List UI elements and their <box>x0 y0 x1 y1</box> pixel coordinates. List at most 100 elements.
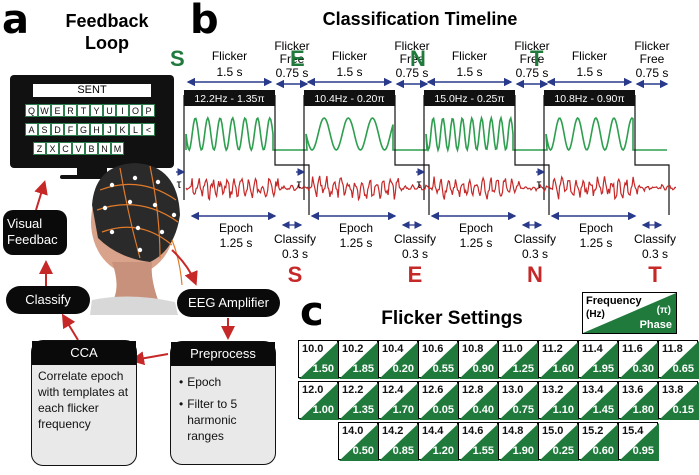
flicker-cell: 12.0 1.00 <box>298 381 339 420</box>
cell-frequency: 12.2 <box>342 384 364 396</box>
cell-phase: 1.55 <box>472 445 494 457</box>
flicker-label-1: Flicker <box>332 49 367 63</box>
head-illustration <box>90 163 183 315</box>
decoded-letter-2: N <box>527 262 543 287</box>
cell-frequency: 13.4 <box>582 384 604 396</box>
cell-frequency: 14.2 <box>382 425 404 437</box>
preprocess-title: Preprocess <box>171 342 275 366</box>
cell-triangle <box>419 382 459 420</box>
cell-triangle <box>619 341 659 379</box>
cell-phase: 1.00 <box>312 404 334 416</box>
cell-frequency: 13.2 <box>542 384 564 396</box>
cell-phase: 1.85 <box>352 363 374 375</box>
arrow-cca-to-classify <box>61 313 79 341</box>
cell-phase: 0.95 <box>632 445 654 457</box>
freq-label-bar-0 <box>184 90 275 106</box>
visual-feedback-box: Visual Feedbac <box>3 210 67 255</box>
panel-c-letter: c <box>300 289 324 335</box>
cell-triangle <box>499 382 539 420</box>
flicker-free-duration-3: 0.75 s <box>636 66 669 80</box>
cell-triangle <box>339 423 379 461</box>
cell-frequency: 12.8 <box>462 384 484 396</box>
epoch-duration-0: 1.25 s <box>220 236 253 250</box>
flicker-free-label2-1: Free <box>400 52 425 66</box>
epoch-label-2: Epoch <box>459 221 493 235</box>
cell-phase: 0.90 <box>472 363 494 375</box>
cca-title: CCA <box>32 341 136 365</box>
classification-timeline-title: Classification Timeline <box>322 9 518 29</box>
flicker-free-label1-3: Flicker <box>634 39 669 53</box>
flicker-legend: Frequency (Hz) (π) Phase <box>582 292 677 334</box>
epoch-duration-1: 1.25 s <box>340 236 373 250</box>
legend-frequency: Frequency <box>586 295 642 307</box>
classify-label-1: Classify <box>394 232 436 246</box>
cell-phase: 0.60 <box>592 445 614 457</box>
preprocess-box: Preprocess •Epoch •Filter to 5 harmonic … <box>170 341 276 465</box>
cell-frequency: 12.6 <box>422 384 444 396</box>
cell-triangle <box>459 382 499 420</box>
freq-label-2: 15.0Hz - 0.25π <box>434 93 504 105</box>
cell-phase: 1.35 <box>352 404 374 416</box>
preprocess-item-epoch-text: Epoch <box>187 375 222 389</box>
cell-triangle <box>659 341 699 379</box>
flicker-free-duration-2: 0.75 s <box>516 66 549 80</box>
flicker-label-3: Flicker <box>572 49 607 63</box>
target-letter-1: E <box>290 46 305 71</box>
cell-phase: 0.55 <box>432 363 454 375</box>
cell-phase: 0.50 <box>352 445 374 457</box>
shoulder-shape <box>90 296 178 315</box>
eeg-amplifier-box: EEG Amplifier <box>177 289 280 317</box>
preprocess-item-filter: •Filter to 5 harmonic ranges <box>171 392 275 446</box>
tau-label-0: τ <box>177 177 182 191</box>
cell-triangle <box>459 341 499 379</box>
cell-frequency: 12.0 <box>302 384 324 396</box>
cell-frequency: 10.0 <box>302 343 324 355</box>
cell-frequency: 14.4 <box>422 425 444 437</box>
preprocess-item-epoch: •Epoch <box>179 375 222 389</box>
cell-frequency: 13.8 <box>662 384 684 396</box>
cell-frequency: 11.2 <box>542 343 563 355</box>
cca-body: Correlate epoch with templates at each f… <box>38 369 129 431</box>
cell-triangle <box>499 423 539 461</box>
flicker-free-duration-0: 0.75 s <box>276 66 309 80</box>
cell-frequency: 10.2 <box>342 343 364 355</box>
freq-label-bar-2 <box>424 90 515 106</box>
legend-triangle <box>583 293 676 333</box>
classify-duration-0: 0.3 s <box>282 247 308 261</box>
cell-triangle <box>339 341 379 379</box>
cell-frequency: 11.0 <box>502 343 523 355</box>
legend-pi: (π) <box>656 305 671 316</box>
epoch-label-0: Epoch <box>219 221 253 235</box>
panel-a-letter: a <box>2 0 29 43</box>
cell-phase: 1.95 <box>592 363 614 375</box>
cell-triangle <box>539 423 579 461</box>
freq-label-1: 10.4Hz - 0.20π <box>314 93 384 105</box>
tau-label-1: τ <box>297 177 302 191</box>
cell-triangle <box>419 423 459 461</box>
flicker-settings-title: Flicker Settings <box>381 308 523 329</box>
cell-triangle <box>499 341 539 379</box>
preprocess-item-filter-text: Filter to 5 harmonic ranges <box>187 397 238 443</box>
feedback-loop-title-line2: Loop <box>85 33 129 53</box>
classify-box: Classify <box>6 286 90 314</box>
cell-phase: 0.05 <box>432 404 454 416</box>
cell-frequency: 13.0 <box>502 384 524 396</box>
visual-feedback-line2: Feedbac <box>7 232 58 247</box>
flicker-duration-3: 1.5 s <box>576 65 602 79</box>
feedback-arrows <box>34 180 235 366</box>
cell-frequency: 14.8 <box>502 425 524 437</box>
classify-label-0: Classify <box>274 232 316 246</box>
classify-duration-3: 0.3 s <box>642 247 668 261</box>
cell-triangle <box>659 382 699 420</box>
